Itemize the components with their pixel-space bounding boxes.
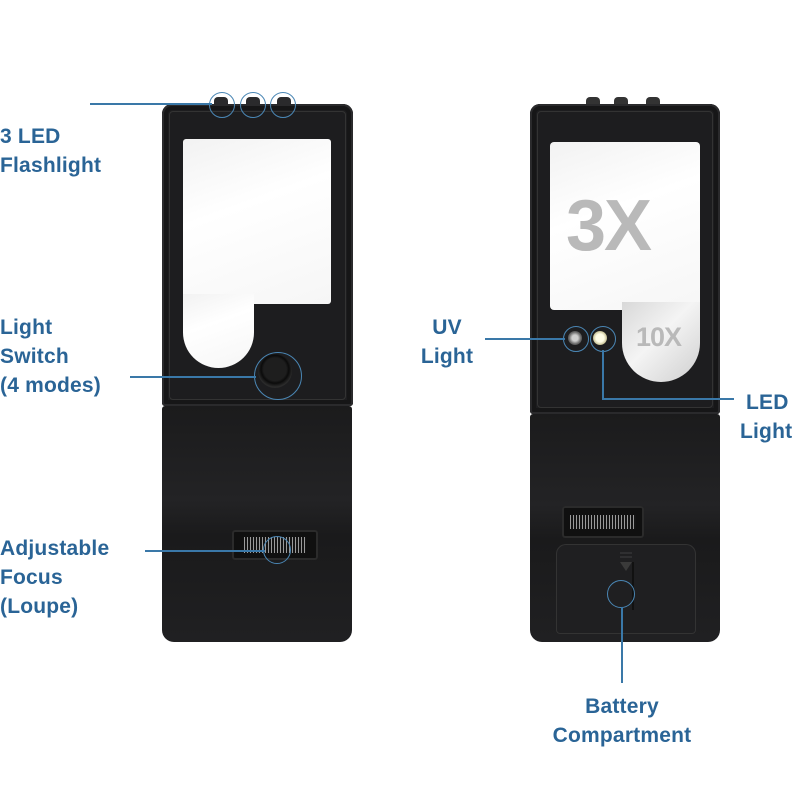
- magnification-10x-text: 10X: [636, 322, 682, 352]
- switch-ring: [254, 352, 302, 400]
- main-lens: [183, 139, 331, 304]
- lens-10x: [622, 302, 700, 382]
- magnification-3x-text: 3X: [566, 186, 652, 266]
- magnifier-head: [162, 104, 353, 406]
- light-switch-label: Light Switch (4 modes): [0, 316, 101, 397]
- led-bump-back-1: [586, 97, 600, 105]
- magnifier-body-back: [530, 414, 720, 642]
- led-bump-back-2: [614, 97, 628, 105]
- focus-ring: [263, 536, 291, 564]
- led-light-ring: [590, 326, 616, 352]
- lens-3x: [550, 142, 700, 310]
- uv-light-label: UV Light: [420, 316, 474, 368]
- switch-callout-line: [130, 376, 256, 378]
- uv-light-ring: [563, 326, 589, 352]
- battery-ring: [607, 580, 635, 608]
- focus-wheel-back[interactable]: [562, 506, 644, 538]
- uv-light-callout-line: [485, 338, 565, 340]
- loupe-lens: [183, 294, 254, 368]
- flashlight-callout-line: [90, 103, 212, 105]
- focus-callout-line: [145, 550, 265, 552]
- magnifier-head-back: 3X 10X: [530, 104, 720, 414]
- led-bump-back-3: [646, 97, 660, 105]
- flashlight-label: 3 LED Flashlight: [0, 125, 102, 177]
- flashlight-led-ring-3: [270, 92, 296, 118]
- open-arrow-icon: [620, 562, 632, 571]
- led-light-callout-vertical: [602, 350, 604, 399]
- led-light-label: LED Light: [740, 391, 793, 443]
- led-light-callout-horizontal: [602, 398, 734, 400]
- flashlight-led-ring-1: [209, 92, 235, 118]
- magnifier-body: [162, 406, 352, 642]
- flashlight-led-ring-2: [240, 92, 266, 118]
- focus-label: Adjustable Focus (Loupe): [0, 537, 110, 618]
- battery-label: Battery Compartment: [552, 695, 692, 747]
- battery-callout-line: [621, 607, 623, 683]
